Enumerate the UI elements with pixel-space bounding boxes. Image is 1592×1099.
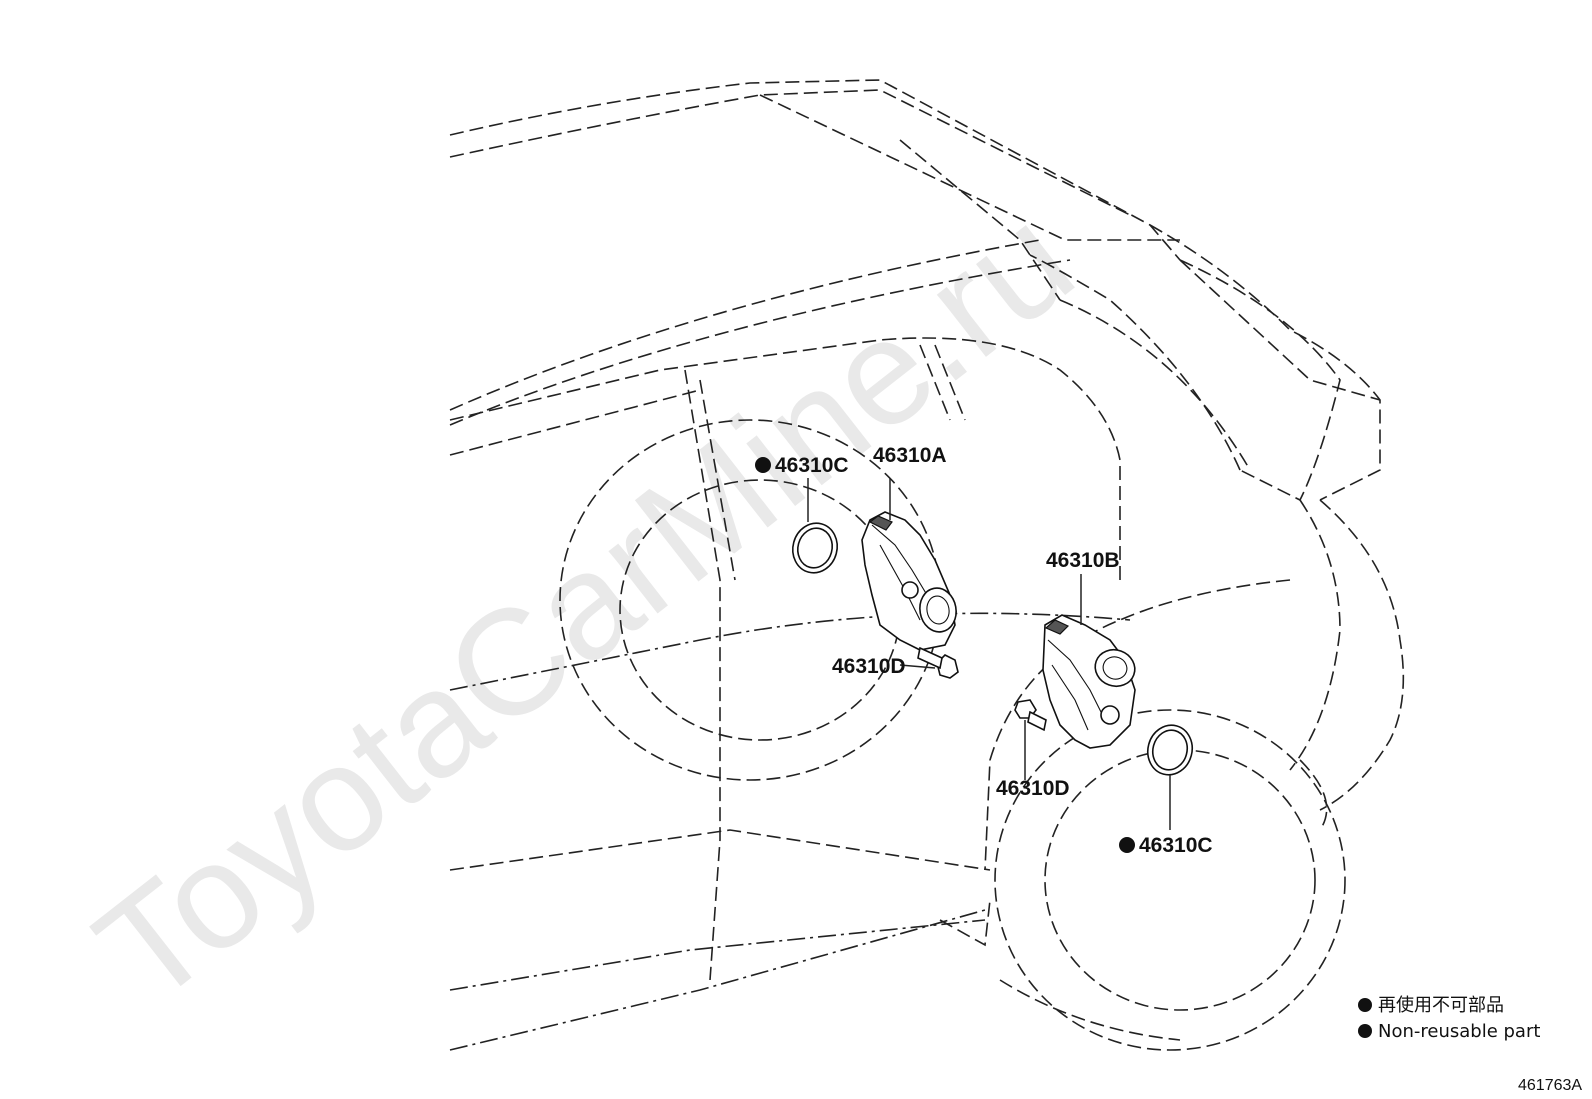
- legend-text-jp: 再使用不可部品: [1378, 995, 1504, 1016]
- label-actuator-b: 46310B: [1046, 549, 1120, 572]
- figure-id: 461763A: [1518, 1077, 1582, 1094]
- bolt-upper: [917, 646, 959, 679]
- legend-marker-en: [1358, 1024, 1372, 1038]
- actuator-46310A: [861, 511, 957, 651]
- leader-bolt-upper: [899, 664, 936, 669]
- label-actuator-a: 46310A: [873, 444, 947, 467]
- legend-text-en: Non-reusable part: [1378, 1021, 1540, 1042]
- legend: 再使用不可部品 Non-reusable part: [1358, 995, 1540, 1042]
- bolt-lower: [1014, 699, 1047, 732]
- label-bolt-lower: 46310D: [996, 777, 1070, 800]
- label-seal-upper: 46310C: [775, 454, 849, 477]
- label-bolt-upper: 46310D: [832, 655, 906, 678]
- actuator-46310B: [1042, 614, 1136, 749]
- legend-marker-jp: [1358, 998, 1372, 1012]
- non-reusable-marker: [1119, 837, 1135, 853]
- seal-ring-upper: [791, 522, 839, 574]
- non-reusable-marker: [755, 457, 771, 473]
- seal-ring-lower: [1146, 724, 1194, 776]
- label-seal-lower: 46310C: [1139, 834, 1213, 857]
